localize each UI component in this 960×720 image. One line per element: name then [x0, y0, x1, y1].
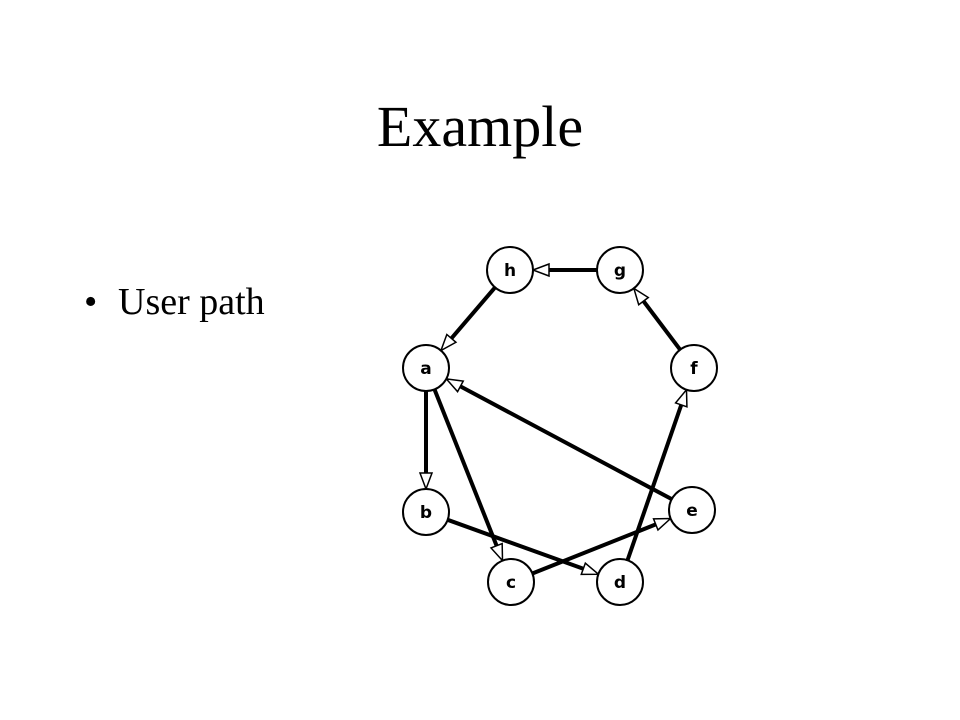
node-label: f — [690, 359, 698, 379]
directed-graph: a b c d e f g h — [402, 246, 718, 606]
arrowhead-icon — [530, 262, 550, 278]
edge-a-c — [432, 388, 504, 563]
node-b: b — [402, 488, 450, 536]
edge-line — [625, 404, 684, 561]
bullet-list: • User path — [84, 278, 265, 326]
edge-e-a — [444, 377, 673, 501]
arrowhead-icon — [652, 517, 673, 532]
node-circle — [596, 558, 644, 606]
node-g: g — [596, 246, 644, 294]
edge-layer — [418, 262, 688, 576]
arrowhead-icon — [418, 472, 434, 492]
node-label: c — [506, 573, 516, 593]
arrowhead-icon — [580, 561, 601, 576]
edge-line — [641, 299, 682, 351]
node-label: e — [686, 501, 698, 521]
node-circle — [486, 246, 534, 294]
node-c: c — [487, 558, 535, 606]
node-circle — [402, 344, 450, 392]
arrowhead-icon — [674, 387, 688, 408]
arrowhead-icon — [444, 377, 465, 393]
bullet-item: • User path — [84, 278, 265, 326]
node-d: d — [596, 558, 644, 606]
node-a: a — [402, 344, 450, 392]
node-label: b — [420, 503, 432, 523]
edge-line — [449, 286, 497, 340]
node-label: a — [420, 359, 431, 379]
edge-line — [459, 384, 673, 501]
edge-g-h — [530, 262, 597, 278]
arrowhead-icon — [489, 542, 504, 563]
node-f: f — [670, 344, 718, 392]
edge-c-e — [531, 517, 673, 576]
node-e: e — [668, 486, 716, 534]
node-label: g — [614, 261, 626, 281]
node-label: h — [504, 261, 516, 281]
edge-line — [432, 388, 499, 547]
edge-f-g — [632, 286, 682, 351]
node-circle — [668, 486, 716, 534]
slide-title: Example — [376, 94, 584, 159]
arrowhead-icon — [439, 333, 458, 353]
node-h: h — [486, 246, 534, 294]
node-circle — [596, 246, 644, 294]
node-circle — [402, 488, 450, 536]
edge-h-a — [439, 286, 497, 353]
edge-d-f — [625, 387, 688, 561]
edge-a-b — [418, 391, 434, 492]
node-label: d — [614, 573, 626, 593]
node-layer: a b c d e f g h — [402, 246, 718, 606]
bullet-dot-icon: • — [84, 281, 98, 323]
node-circle — [670, 344, 718, 392]
bullet-text: User path — [118, 281, 265, 323]
arrowhead-icon — [632, 286, 650, 306]
node-circle — [487, 558, 535, 606]
